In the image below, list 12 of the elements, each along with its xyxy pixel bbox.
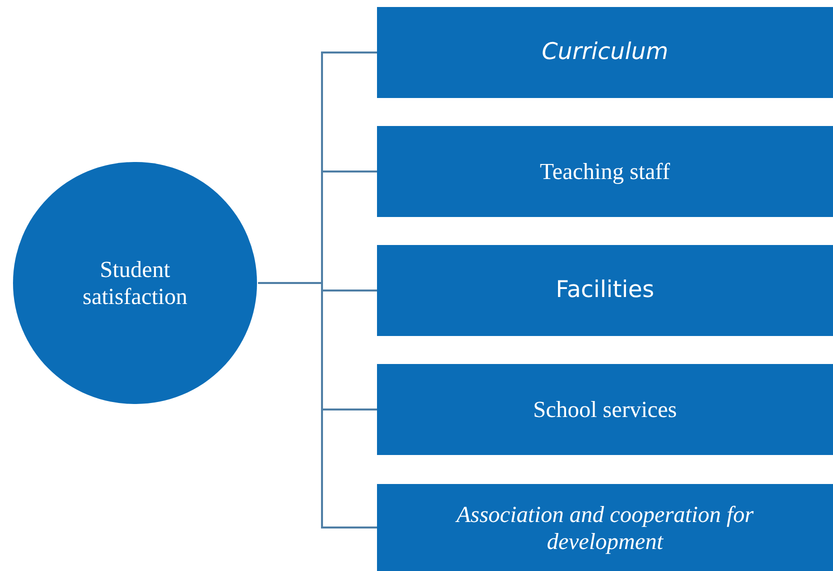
node-label: Curriculum (540, 39, 670, 66)
node-label: Facilities (554, 277, 656, 304)
category-box (377, 364, 833, 455)
node-label: Teaching staff (538, 158, 672, 185)
category-box (377, 484, 833, 571)
category-box (377, 7, 833, 98)
node-label: Student satisfaction (82, 256, 188, 310)
category-box (377, 126, 833, 217)
node-label: Association and cooperation for development (454, 500, 755, 554)
node-label: School services (532, 396, 678, 423)
connector-line (258, 282, 377, 528)
category-box (377, 245, 833, 336)
